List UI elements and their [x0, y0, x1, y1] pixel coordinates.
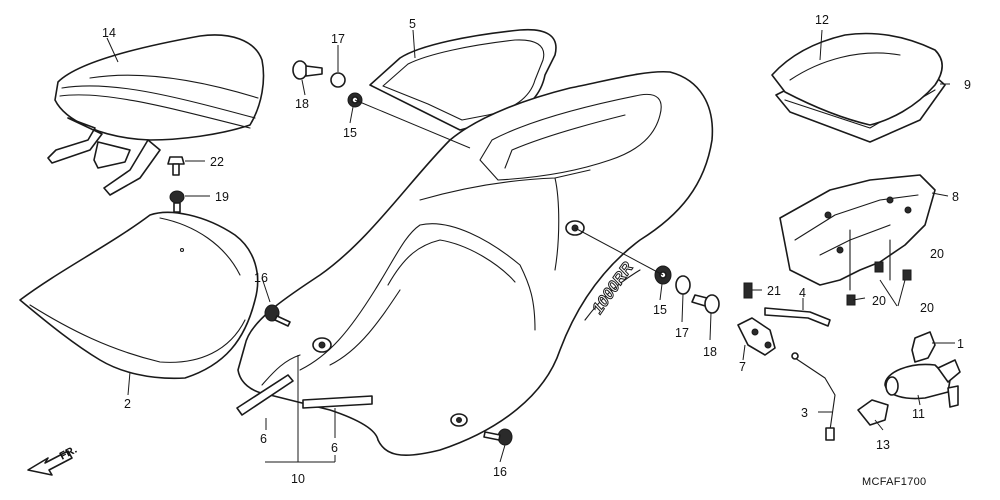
- lock-mechanism-parts: [737, 307, 961, 441]
- callout-5: 5: [409, 17, 416, 31]
- callout-22: 22: [210, 155, 224, 169]
- bracket-part: [779, 174, 936, 291]
- callout-16b: 16: [493, 465, 507, 479]
- callout-7: 7: [739, 360, 746, 374]
- callout-14: 14: [102, 26, 116, 40]
- callout-6b: 6: [331, 441, 338, 455]
- leader-lines: [106, 29, 955, 463]
- callout-13: 13: [876, 438, 890, 452]
- callout-1: 1: [957, 337, 964, 351]
- callout-15b: 15: [653, 303, 667, 317]
- callout-19: 19: [215, 190, 229, 204]
- callout-20a: 20: [930, 247, 944, 261]
- callout-10: 10: [291, 472, 305, 486]
- callout-16a: 16: [254, 271, 268, 285]
- callout-4: 4: [799, 286, 806, 300]
- callout-3: 3: [801, 406, 808, 420]
- pillion-seat-part: [47, 34, 265, 196]
- callout-18b: 18: [703, 345, 717, 359]
- strip-parts: [236, 374, 373, 416]
- callout-20b: 20: [872, 294, 886, 308]
- front-direction-label: FR.: [58, 444, 79, 463]
- callout-21: 21: [767, 284, 781, 298]
- callout-20c: 20: [920, 301, 934, 315]
- callout-6a: 6: [260, 432, 267, 446]
- callout-2: 2: [124, 397, 131, 411]
- callout-8: 8: [952, 190, 959, 204]
- seat-cover-part: [771, 32, 946, 143]
- callout-15a: 15: [343, 126, 357, 140]
- callout-17b: 17: [675, 326, 689, 340]
- rider-seat-part: [19, 211, 259, 380]
- callout-9: 9: [964, 78, 971, 92]
- front-direction-arrow: FR.: [27, 444, 79, 476]
- callout-18a: 18: [295, 97, 309, 111]
- fastener-parts: [167, 60, 912, 446]
- callout-labels: 14 2 5 12 9 8 1 3 4 7 20 20 20 21 11 13 …: [102, 13, 971, 486]
- callout-12: 12: [815, 13, 829, 27]
- diagram-code: MCFAF1700: [862, 476, 926, 488]
- callout-11: 11: [912, 407, 925, 421]
- callout-17a: 17: [331, 32, 345, 46]
